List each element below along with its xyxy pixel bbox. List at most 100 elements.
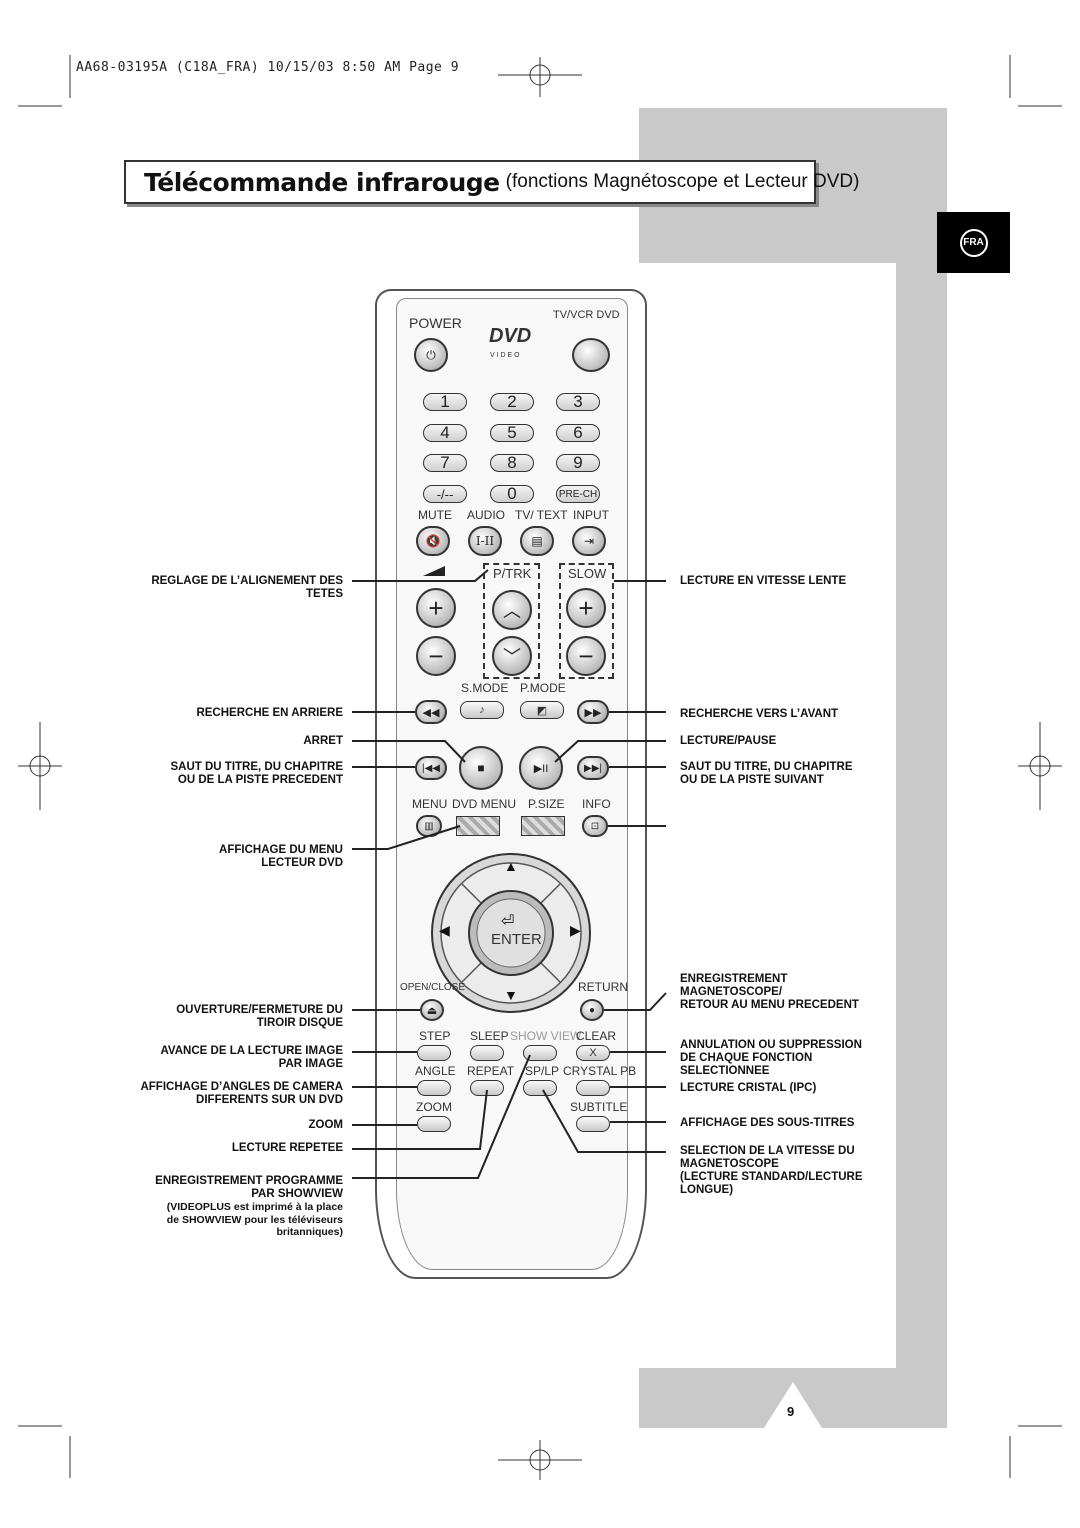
mute-icon: 🔇 <box>425 534 441 548</box>
language-tab-label: FRA <box>959 228 988 257</box>
triangle-up-icon: ▲ <box>504 858 518 874</box>
mute-button[interactable]: 🔇 <box>416 526 450 556</box>
plus-icon: + <box>578 592 594 623</box>
play-pause-button[interactable]: ▶II <box>519 746 563 790</box>
tracking-wedge-icon <box>423 566 445 576</box>
music-note-icon: ♪ <box>479 704 485 716</box>
info-label: INFO <box>582 797 611 811</box>
slow-plus-button[interactable]: + <box>566 588 606 628</box>
num-8-button[interactable]: 8 <box>490 453 534 472</box>
power-label: POWER <box>409 315 462 331</box>
clear-button[interactable]: X <box>576 1045 610 1061</box>
num-9-button[interactable]: 9 <box>556 453 600 472</box>
nav-up-button[interactable]: ▲ <box>504 858 518 874</box>
menu-label: MENU <box>412 797 448 811</box>
play-pause-icon: ▶II <box>533 762 549 775</box>
nav-down-button[interactable]: ▼ <box>504 987 518 1003</box>
splp-button[interactable] <box>523 1080 557 1096</box>
dvd-logo: DVD <box>489 325 532 347</box>
label-fast-forward: RECHERCHE VERS L’AVANT <box>680 708 839 720</box>
input-icon: ⇥ <box>583 534 595 548</box>
repeat-button[interactable] <box>470 1080 504 1096</box>
info-button[interactable]: ⊡ <box>582 815 608 837</box>
num-6-button[interactable]: 6 <box>556 423 600 442</box>
pre-ch-button[interactable]: PRE-CH <box>556 485 600 503</box>
power-button[interactable]: ⏻ <box>414 338 448 372</box>
stop-button[interactable]: ■ <box>459 746 503 790</box>
skip-forward-button[interactable]: ▶▶| <box>577 756 609 780</box>
menu-icon: ▥ <box>424 820 434 832</box>
audio-button[interactable]: I-II <box>468 526 502 556</box>
volume-down-button[interactable]: − <box>416 636 456 676</box>
eject-icon: ⏏ <box>426 1004 438 1017</box>
skip-back-button[interactable]: |◀◀ <box>415 756 447 780</box>
chevron-up-icon: ︿ <box>503 601 521 621</box>
tv-vcr-dvd-button[interactable] <box>572 338 610 372</box>
volume-up-button[interactable]: + <box>416 588 456 628</box>
psize-button[interactable] <box>521 816 565 836</box>
splp-label: SP/LP <box>525 1064 560 1078</box>
num-0-button[interactable]: 0 <box>490 484 534 503</box>
subtitle-button[interactable] <box>576 1116 610 1132</box>
slow-label: SLOW <box>568 566 607 581</box>
num-3-button[interactable]: 3 <box>556 392 600 411</box>
num-7-button[interactable]: 7 <box>423 453 467 472</box>
zoom-label: ZOOM <box>416 1100 452 1114</box>
num-1-button[interactable]: 1 <box>423 392 467 411</box>
crystal-pb-button[interactable] <box>576 1080 610 1096</box>
dvd-video-text: V I D E O <box>490 352 520 359</box>
dvd-menu-button[interactable] <box>456 816 500 836</box>
open-close-button[interactable]: ⏏ <box>420 999 444 1021</box>
triangle-down-icon: ▼ <box>504 987 518 1003</box>
fast-forward-button[interactable]: ▶▶ <box>577 700 609 724</box>
tv-text-button[interactable]: ▤ <box>520 526 554 556</box>
minus-icon: − <box>428 640 444 671</box>
clear-label: CLEAR <box>576 1029 617 1043</box>
slow-minus-button[interactable]: − <box>566 636 606 676</box>
step-button[interactable] <box>417 1045 451 1061</box>
label-crystal-pb: LECTURE CRISTAL (IPC) <box>680 1082 817 1094</box>
smode-button[interactable]: ♪ <box>460 701 504 719</box>
showview-button[interactable] <box>523 1045 557 1061</box>
input-button[interactable]: ⇥ <box>572 526 606 556</box>
mute-label: MUTE <box>418 508 452 522</box>
pmode-button[interactable]: ◩ <box>520 701 564 719</box>
enter-icon: ⏎ <box>501 913 515 930</box>
ptrk-up-button[interactable]: ︿ <box>492 590 532 630</box>
angle-button[interactable] <box>417 1080 451 1096</box>
title-main: Télécommande infrarouge <box>144 167 500 197</box>
audio-label: AUDIO <box>467 508 506 522</box>
label-repeat: LECTURE REPETEE <box>231 1142 343 1154</box>
return-button[interactable]: ● <box>580 999 604 1021</box>
nav-left-button[interactable]: ◀ <box>439 922 450 939</box>
zoom-button[interactable] <box>417 1116 451 1132</box>
skip-back-icon: |◀◀ <box>422 762 440 774</box>
sleep-button[interactable] <box>470 1045 504 1061</box>
navigation-ring <box>431 853 591 1013</box>
stop-icon: ■ <box>477 761 485 775</box>
nav-right-button[interactable]: ▶ <box>570 922 581 939</box>
teletext-icon: ▤ <box>531 534 543 548</box>
psize-label: P.SIZE <box>528 797 565 811</box>
sleep-label: SLEEP <box>470 1029 509 1043</box>
repeat-label: REPEAT <box>467 1064 515 1078</box>
menu-button[interactable]: ▥ <box>416 815 442 837</box>
ptrk-label: P/TRK <box>493 566 532 581</box>
label-slow: LECTURE EN VITESSE LENTE <box>680 575 847 587</box>
dash-button[interactable]: -/-- <box>423 485 467 503</box>
num-5-button[interactable]: 5 <box>490 423 534 442</box>
enter-button[interactable]: ENTER <box>491 931 542 948</box>
power-icon: ⏻ <box>426 347 436 362</box>
rewind-button[interactable]: ◀◀ <box>415 700 447 724</box>
num-4-button[interactable]: 4 <box>423 423 467 442</box>
num-2-button[interactable]: 2 <box>490 392 534 411</box>
skip-forward-icon: ▶▶| <box>584 762 602 774</box>
picture-icon: ◩ <box>536 704 548 717</box>
fast-forward-icon: ▶▶ <box>584 706 602 719</box>
label-stop: ARRET <box>303 735 343 747</box>
ptrk-down-button[interactable]: ﹀ <box>492 636 532 676</box>
